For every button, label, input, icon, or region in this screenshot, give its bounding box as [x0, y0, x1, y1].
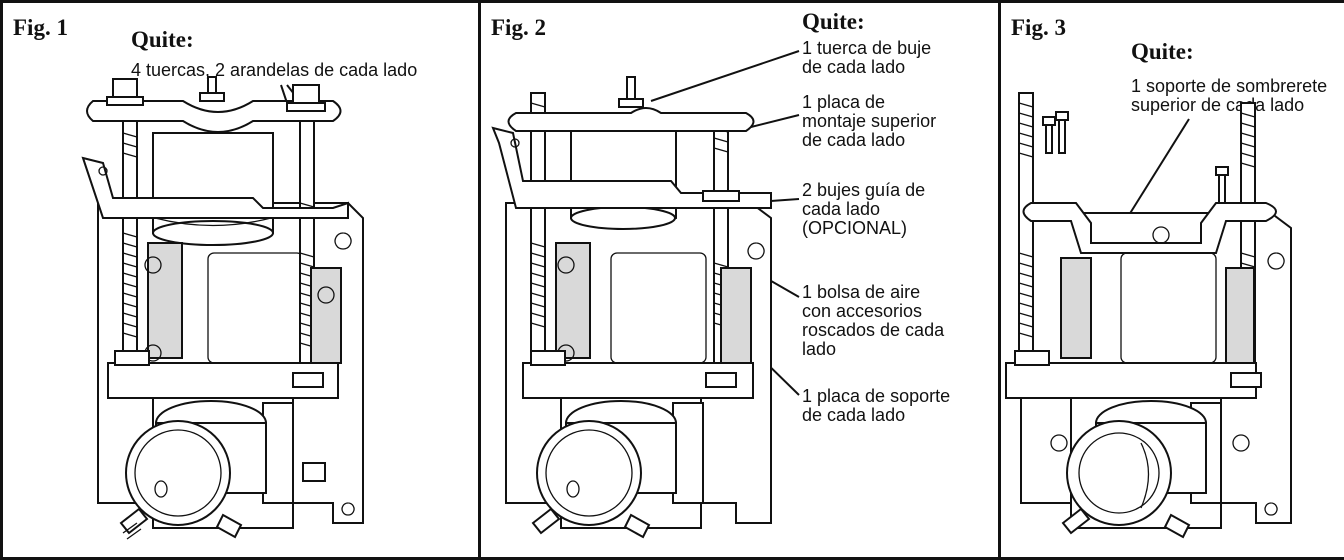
figure-1-note: 4 tuercas, 2 arandelas de cada lado	[131, 60, 418, 80]
figure-2-heading: Quite:	[802, 9, 865, 34]
figure-2-note-top-plate: 1 placa de montaje superior de cada lado	[802, 92, 937, 150]
figure-2-note-bushing-nut: 1 tuerca de buje de cada lado	[802, 38, 932, 77]
figure-2-panel: Fig. 2 Quite: 1 tuerca de buje de cada l…	[478, 0, 998, 560]
figure-1-label: Fig. 1	[13, 15, 68, 40]
air-fittings	[119, 507, 243, 540]
figure-1-heading: Quite:	[131, 27, 194, 52]
figure-2-illustration	[491, 50, 800, 539]
top-mount-plate	[86, 76, 342, 133]
figure-2-label: Fig. 2	[491, 15, 546, 40]
figure-3-panel: Fig. 3 Quite: 1 soporte de sombrerete su…	[998, 0, 1344, 560]
figure-3-label: Fig. 3	[1011, 15, 1066, 40]
figure-2-note-support-plate: 1 placa de soporte de cada lado	[802, 386, 951, 425]
figure-1-panel: Fig. 1 Quite: 4 tuercas, 2 arandelas de …	[0, 0, 478, 560]
threaded-rod-left	[122, 112, 138, 369]
figure-3-note: 1 soporte de sombrerete superior de cada…	[1131, 76, 1328, 115]
figure-2-note-air-bag: 1 bolsa de aire con accesorios roscados …	[802, 282, 945, 359]
air-bag	[152, 132, 274, 246]
figure-3-illustration	[1005, 92, 1292, 539]
air-cylinder	[125, 400, 267, 526]
figure-1-illustration	[81, 76, 364, 540]
figure-2-note-guide-bushings: 2 bujes guía de cada lado (OPCIONAL)	[802, 180, 926, 238]
figure-3-heading: Quite:	[1131, 39, 1194, 64]
